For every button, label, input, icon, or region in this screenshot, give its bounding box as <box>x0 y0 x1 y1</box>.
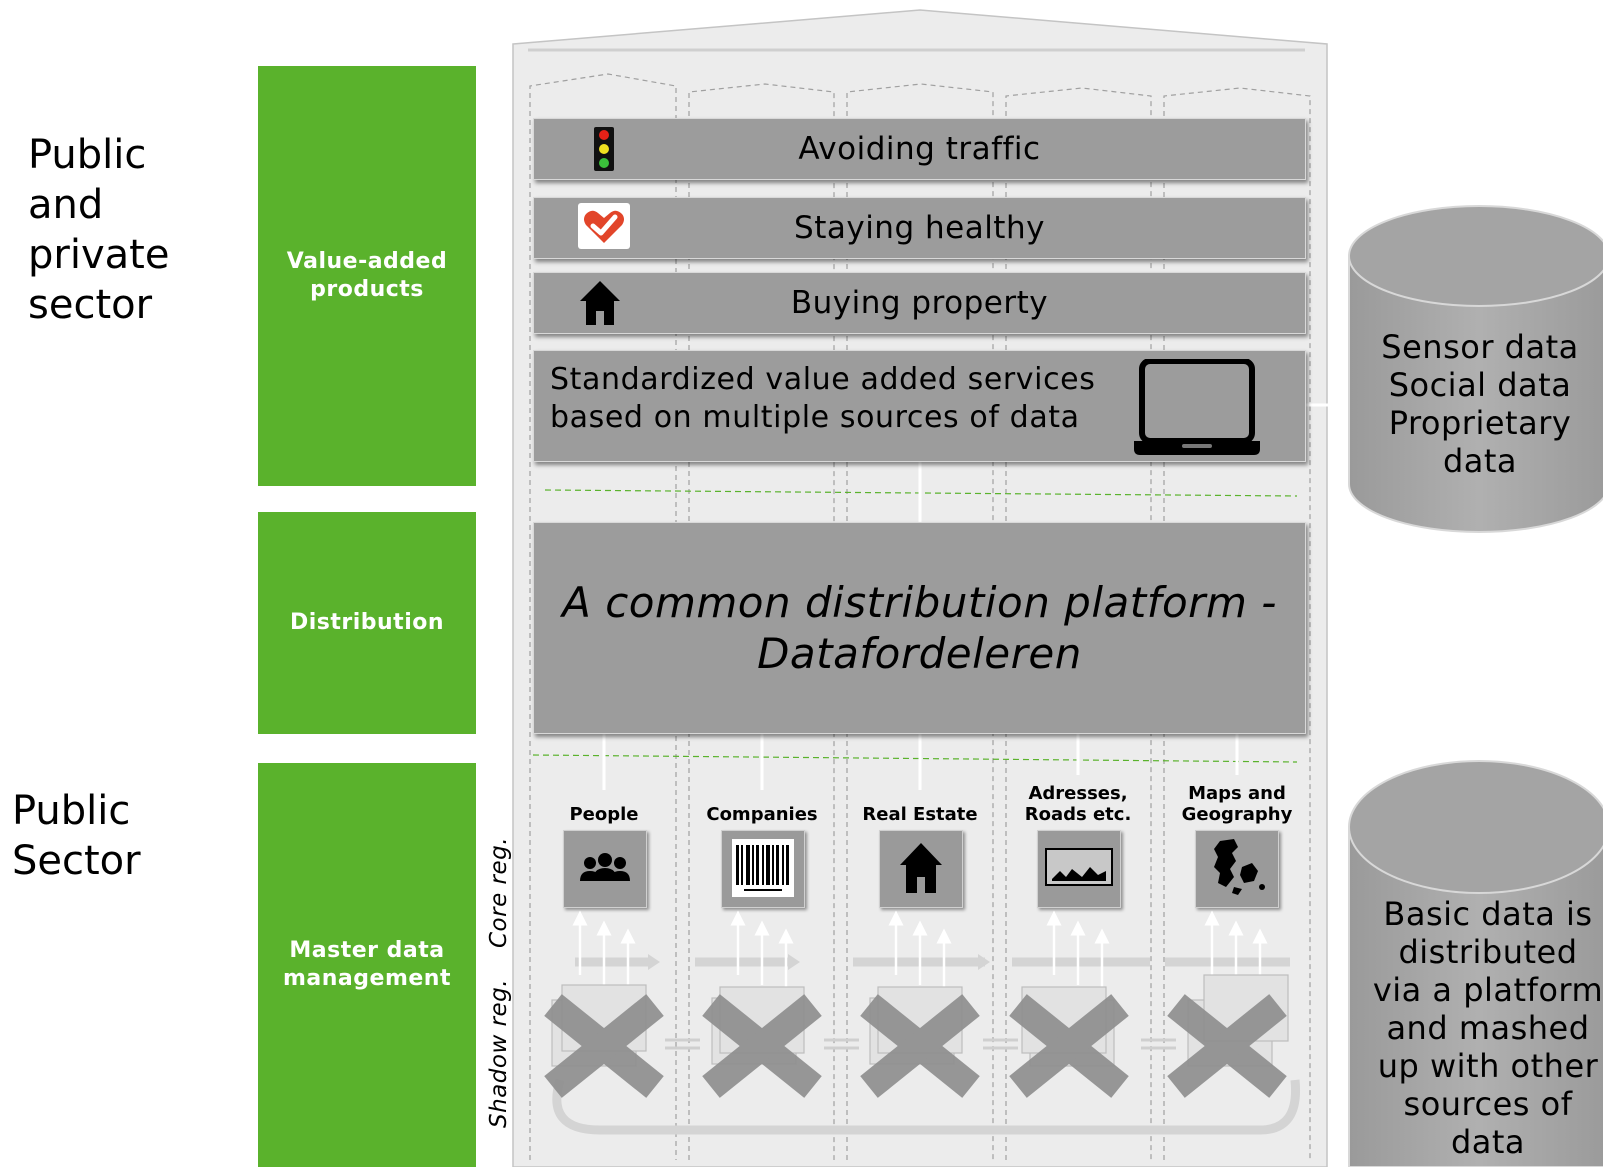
product-label: Buying property <box>790 285 1049 321</box>
road-map-icon <box>1037 830 1121 908</box>
basic-data-text: Basic data is distributed via a platform… <box>1372 895 1603 1161</box>
house-icon <box>879 830 963 908</box>
basic-data-cylinder <box>1348 760 1603 1167</box>
people-icon <box>563 830 647 908</box>
product-bar-staying-healthy: Staying healthy <box>533 197 1306 259</box>
house-icon <box>580 281 620 325</box>
layer-master-data: Master data management <box>258 763 476 1167</box>
distribution-platform: A common distribution platform - Datafor… <box>533 522 1306 734</box>
product-label: Staying healthy <box>794 210 1045 246</box>
product-bar-buying-property: Buying property <box>533 272 1306 334</box>
barcode-icon <box>721 830 805 908</box>
health-heart-icon <box>578 203 630 249</box>
value-services-text: Standardized value added services based … <box>550 362 1096 435</box>
laptop-icon <box>1134 359 1260 455</box>
denmark-map-icon <box>1195 830 1279 908</box>
column-label-real-estate: Real Estate <box>862 804 978 825</box>
column-label-companies: Companies <box>706 804 818 825</box>
distribution-platform-text: A common distribution platform - Datafor… <box>562 578 1277 678</box>
layer-value-added: Value-added products <box>258 66 476 486</box>
sector-label-public-private: Public and private sector <box>28 132 170 328</box>
column-label-people: People <box>569 804 639 825</box>
sector-label-public: Public Sector <box>12 788 141 884</box>
sensor-data-text: Sensor data Social data Proprietary data <box>1381 328 1579 480</box>
value-services-bar: Standardized value added services based … <box>533 350 1306 462</box>
column-label-maps: Maps and Geography <box>1181 783 1293 825</box>
layer-distribution: Distribution <box>258 512 476 734</box>
product-label: Avoiding traffic <box>798 131 1041 167</box>
column-label-addresses: Adresses, Roads etc. <box>1024 783 1132 825</box>
sensor-data-cylinder <box>1348 205 1603 533</box>
traffic-light-icon <box>594 127 614 171</box>
product-bar-avoiding-traffic: Avoiding traffic <box>533 118 1306 180</box>
